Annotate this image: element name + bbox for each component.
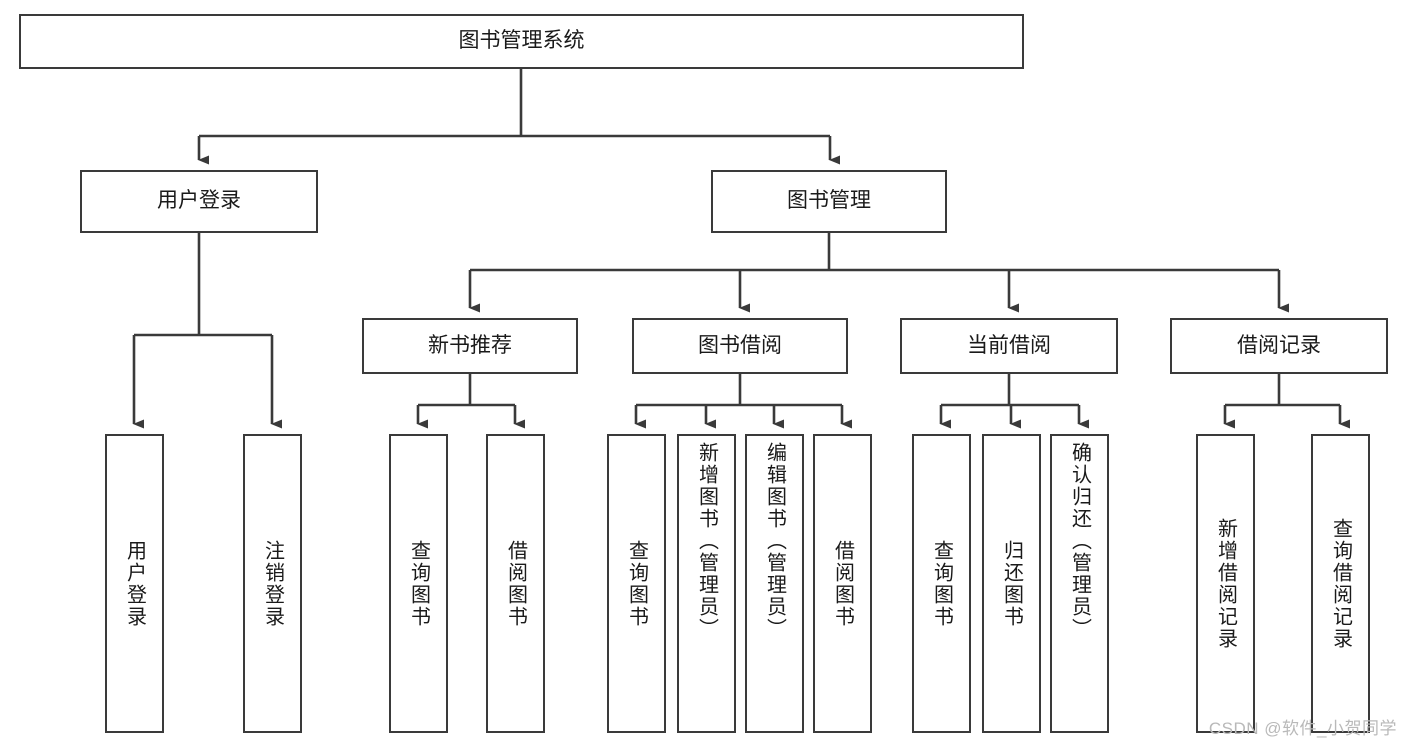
leaf-confirm-return-admin-label: 确认归还（管理员） — [1068, 442, 1091, 640]
node-borrow-record-label: 借阅记录 — [1237, 333, 1321, 357]
leaf-add-book-admin[interactable]: 新增图书（管理员） — [677, 434, 736, 733]
node-book-borrow-label: 图书借阅 — [698, 333, 782, 357]
node-borrow-record[interactable]: 借阅记录 — [1170, 318, 1388, 374]
leaf-query-books-recommend-label: 查询图书 — [407, 539, 430, 628]
leaf-borrow-books-label: 借阅图书 — [831, 539, 854, 628]
leaf-edit-book-admin-label: 编辑图书（管理员） — [763, 442, 786, 640]
leaf-query-books-borrow[interactable]: 查询图书 — [607, 434, 666, 733]
leaf-logout-label: 注销登录 — [261, 539, 284, 628]
node-root-label: 图书管理系统 — [458, 29, 585, 53]
leaf-return-books[interactable]: 归还图书 — [982, 434, 1041, 733]
node-new-book-recommend-label: 新书推荐 — [428, 333, 512, 357]
node-book-borrow[interactable]: 图书借阅 — [632, 318, 848, 374]
leaf-query-borrow-record[interactable]: 查询借阅记录 — [1311, 434, 1370, 733]
node-book-management[interactable]: 图书管理 — [711, 170, 947, 233]
leaf-user-login-label: 用户登录 — [123, 539, 146, 628]
node-new-book-recommend[interactable]: 新书推荐 — [362, 318, 578, 374]
leaf-add-book-admin-label: 新增图书（管理员） — [695, 442, 718, 640]
leaf-user-login[interactable]: 用户登录 — [105, 434, 164, 733]
leaf-add-borrow-record[interactable]: 新增借阅记录 — [1196, 434, 1255, 733]
leaf-borrow-books-recommend-label: 借阅图书 — [504, 539, 527, 628]
node-root[interactable]: 图书管理系统 — [19, 14, 1024, 69]
leaf-return-books-label: 归还图书 — [1000, 539, 1023, 628]
leaf-query-books-current[interactable]: 查询图书 — [912, 434, 971, 733]
leaf-confirm-return-admin[interactable]: 确认归还（管理员） — [1050, 434, 1109, 733]
node-user-login-label: 用户登录 — [157, 189, 241, 213]
leaf-edit-book-admin[interactable]: 编辑图书（管理员） — [745, 434, 804, 733]
leaf-add-borrow-record-label: 新增借阅记录 — [1214, 517, 1237, 650]
node-current-borrow[interactable]: 当前借阅 — [900, 318, 1118, 374]
leaf-query-books-recommend[interactable]: 查询图书 — [389, 434, 448, 733]
leaf-borrow-books[interactable]: 借阅图书 — [813, 434, 872, 733]
leaf-borrow-books-recommend[interactable]: 借阅图书 — [486, 434, 545, 733]
node-current-borrow-label: 当前借阅 — [967, 333, 1051, 357]
watermark: CSDN @软件_小贺同学 — [1208, 719, 1397, 738]
node-book-management-label: 图书管理 — [787, 189, 871, 213]
node-user-login[interactable]: 用户登录 — [80, 170, 318, 233]
leaf-query-borrow-record-label: 查询借阅记录 — [1329, 517, 1352, 650]
leaf-query-books-current-label: 查询图书 — [930, 539, 953, 628]
leaf-logout[interactable]: 注销登录 — [243, 434, 302, 733]
leaf-query-books-borrow-label: 查询图书 — [625, 539, 648, 628]
